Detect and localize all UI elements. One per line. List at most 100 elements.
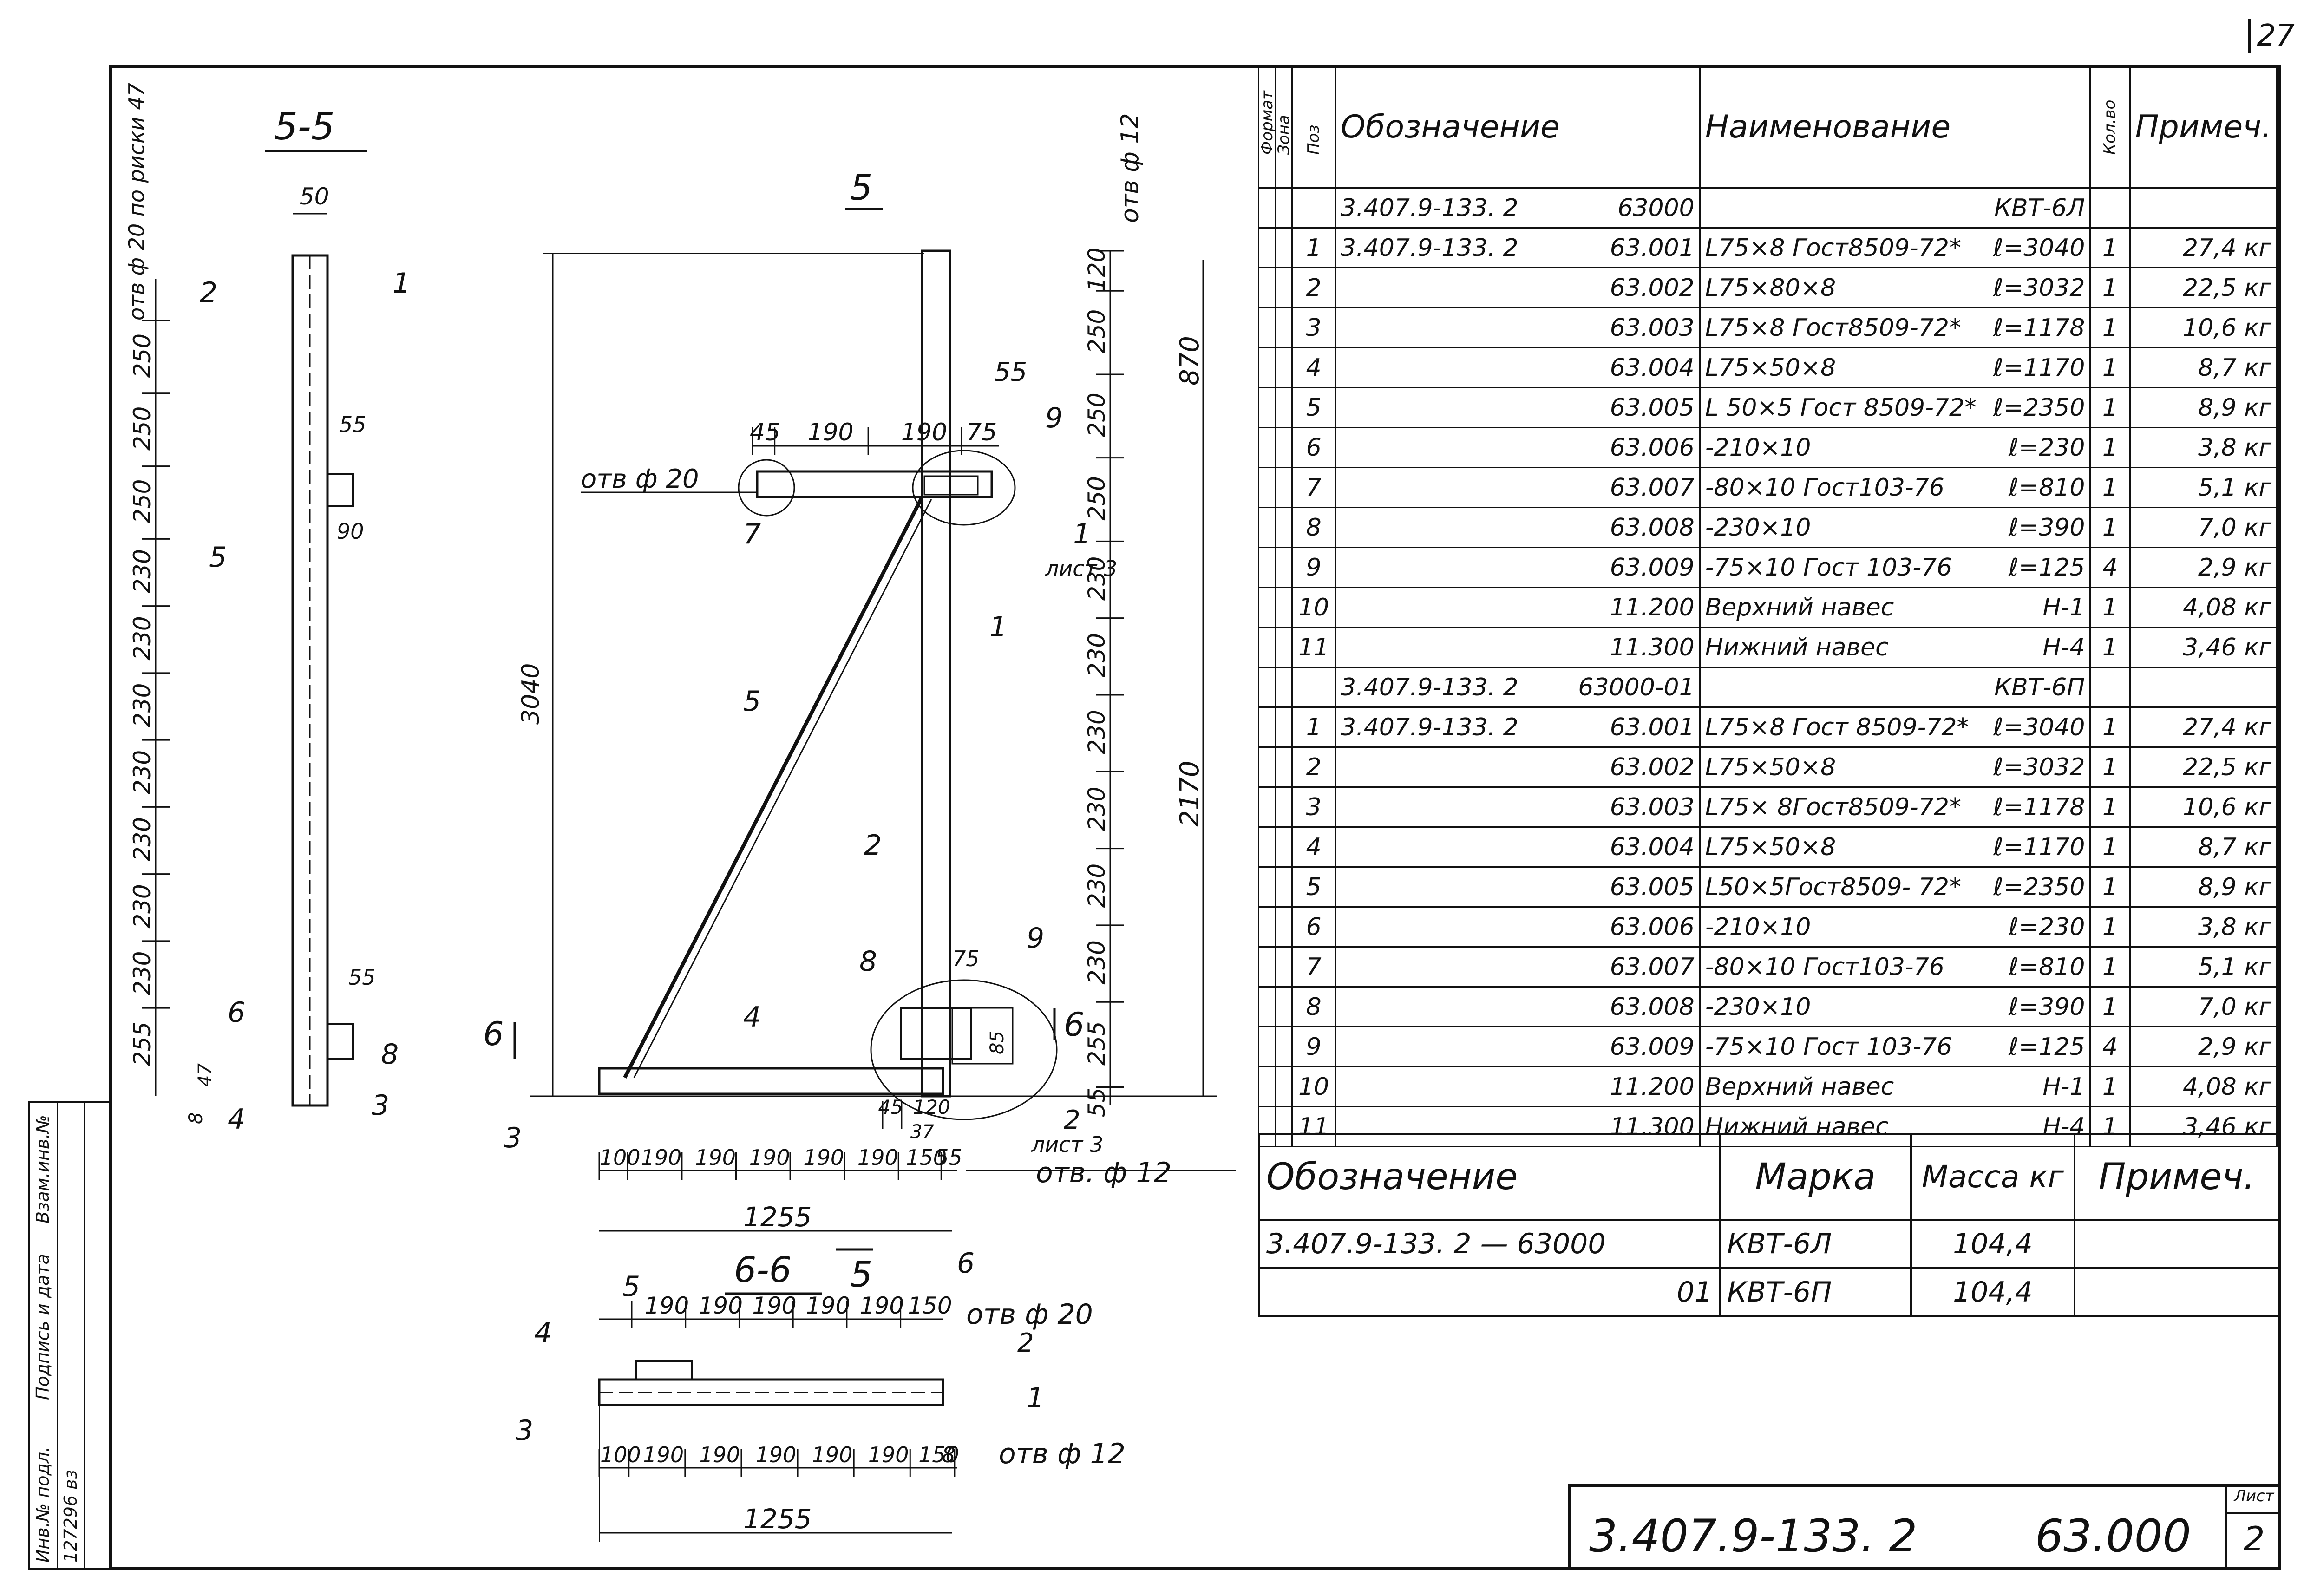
cell-qty: 1 [2089, 866, 2131, 908]
cell-pos: 10 [1291, 1066, 1336, 1107]
svg-text:5: 5 [209, 541, 227, 574]
row-name: -230×10 [1705, 993, 1811, 1021]
cell-format [1257, 387, 1276, 428]
hole-d12-label-b: отв ф 12 [999, 1438, 1126, 1470]
cell-note: 27,4 кг [2129, 227, 2278, 268]
cell-zone [1275, 866, 1293, 908]
cell-note: 7,0 кг [2129, 507, 2278, 548]
specification-table: Формат Зона Поз Обозначение Наименование… [1257, 65, 2278, 1147]
mass-header-row: Обозначение Марка Масса кг Примеч. [1258, 1133, 2280, 1221]
row-name: Верхний навес [1705, 593, 1894, 621]
dim-label: 8 [942, 1442, 955, 1467]
cell-qty: 1 [2089, 587, 2131, 628]
cell-note [2129, 667, 2278, 708]
dim-90: 90 [337, 519, 364, 544]
cell-note: 8,9 кг [2129, 387, 2278, 428]
row-name: L75×8 Гост8509-72* [1705, 314, 1961, 342]
cell-zone [1275, 706, 1293, 748]
cell-zone [1275, 826, 1293, 868]
dim-label: 230 [129, 549, 156, 593]
dim-label: 190 [752, 1292, 796, 1319]
cell-format [1257, 507, 1276, 548]
row-length: ℓ=230 [2009, 433, 2085, 462]
mass-mark: КВТ-6Л [1719, 1219, 1912, 1269]
cell-designation: 63.009 [1335, 1026, 1701, 1067]
cell-pos: 5 [1291, 387, 1336, 428]
cell-note: 22,5 кг [2129, 746, 2278, 788]
svg-text:9: 9 [1045, 402, 1063, 434]
cell-zone [1275, 227, 1293, 268]
row-code: 63.006 [1610, 433, 1695, 462]
row-name: L75×80×8 [1705, 274, 1836, 302]
dim-label: 190 [868, 1442, 909, 1467]
page-number: 27 [2248, 19, 2295, 53]
cell-note: 3,46 кг [2129, 627, 2278, 668]
row-name: L75× 8Гост8509-72* [1705, 793, 1961, 821]
cell-pos: 7 [1291, 467, 1336, 508]
dim-label: 190 [641, 1145, 682, 1170]
row-length: ℓ=810 [2009, 953, 2085, 981]
cell-format [1257, 986, 1276, 1027]
row-designation: 3.407.9-133. 2 [1341, 713, 1519, 741]
cell-qty: 1 [2089, 946, 2131, 988]
hole-d12-label: отв. ф 12 [1036, 1157, 1172, 1189]
dim-label: 250 [1083, 476, 1110, 520]
cell-zone [1275, 307, 1293, 348]
col-format: Формат [1257, 65, 1276, 189]
cell-qty: 1 [2089, 826, 2131, 868]
row-code: 11.200 [1610, 593, 1695, 621]
row-length: ℓ=390 [2009, 993, 2085, 1021]
cell-designation: 63.003 [1335, 786, 1701, 828]
cell-name: L75× 8Гост8509-72*ℓ=1178 [1699, 786, 2091, 828]
dim-label: 45 [878, 1096, 903, 1119]
diagonal-brace [623, 496, 924, 1079]
row-name: L75×8 Гост8509-72* [1705, 234, 1961, 262]
section-5-mark: 5 [850, 1254, 872, 1295]
cell-pos: 7 [1291, 946, 1336, 988]
cell-zone [1275, 1066, 1293, 1107]
cell-designation: 63.007 [1335, 946, 1701, 988]
dim-label: 230 [1083, 786, 1110, 831]
dim-1255: 1255 [743, 1201, 812, 1233]
row-code: 63.008 [1610, 513, 1695, 542]
cell-zone [1275, 507, 1293, 548]
dim-label: 190 [699, 1442, 740, 1467]
dim-label: 190 [860, 1292, 904, 1319]
mass-table: Обозначение Марка Масса кг Примеч. 3.407… [1258, 1133, 2280, 1317]
col-zone: Зона [1275, 65, 1293, 189]
dim-label: 55 [935, 1145, 962, 1170]
cell-qty: 4 [2089, 547, 2131, 588]
cell-format [1257, 547, 1276, 588]
cell-qty [2089, 187, 2131, 229]
cell-note: 10,6 кг [2129, 307, 2278, 348]
cell-qty: 1 [2089, 986, 2131, 1027]
dim-label: 190 [645, 1292, 689, 1319]
row-code: 63.009 [1610, 553, 1695, 582]
row-length: ℓ=3040 [1993, 713, 2085, 741]
row-length: ℓ=1178 [1993, 314, 2085, 342]
cell-pos [1291, 667, 1336, 708]
cell-note: 8,7 кг [2129, 347, 2278, 388]
row-name: L75×50×8 [1705, 353, 1836, 382]
section-6-mark-left: 6 [483, 1015, 504, 1053]
cell-pos: 2 [1291, 267, 1336, 308]
svg-text:9: 9 [1027, 922, 1044, 955]
cell-name: L75×8 Гост8509-72*ℓ=3040 [1699, 227, 2091, 268]
cell-qty: 1 [2089, 627, 2131, 668]
cell-zone [1275, 267, 1293, 308]
svg-text:3: 3 [504, 1122, 522, 1154]
dim-label: 45 [750, 419, 780, 446]
